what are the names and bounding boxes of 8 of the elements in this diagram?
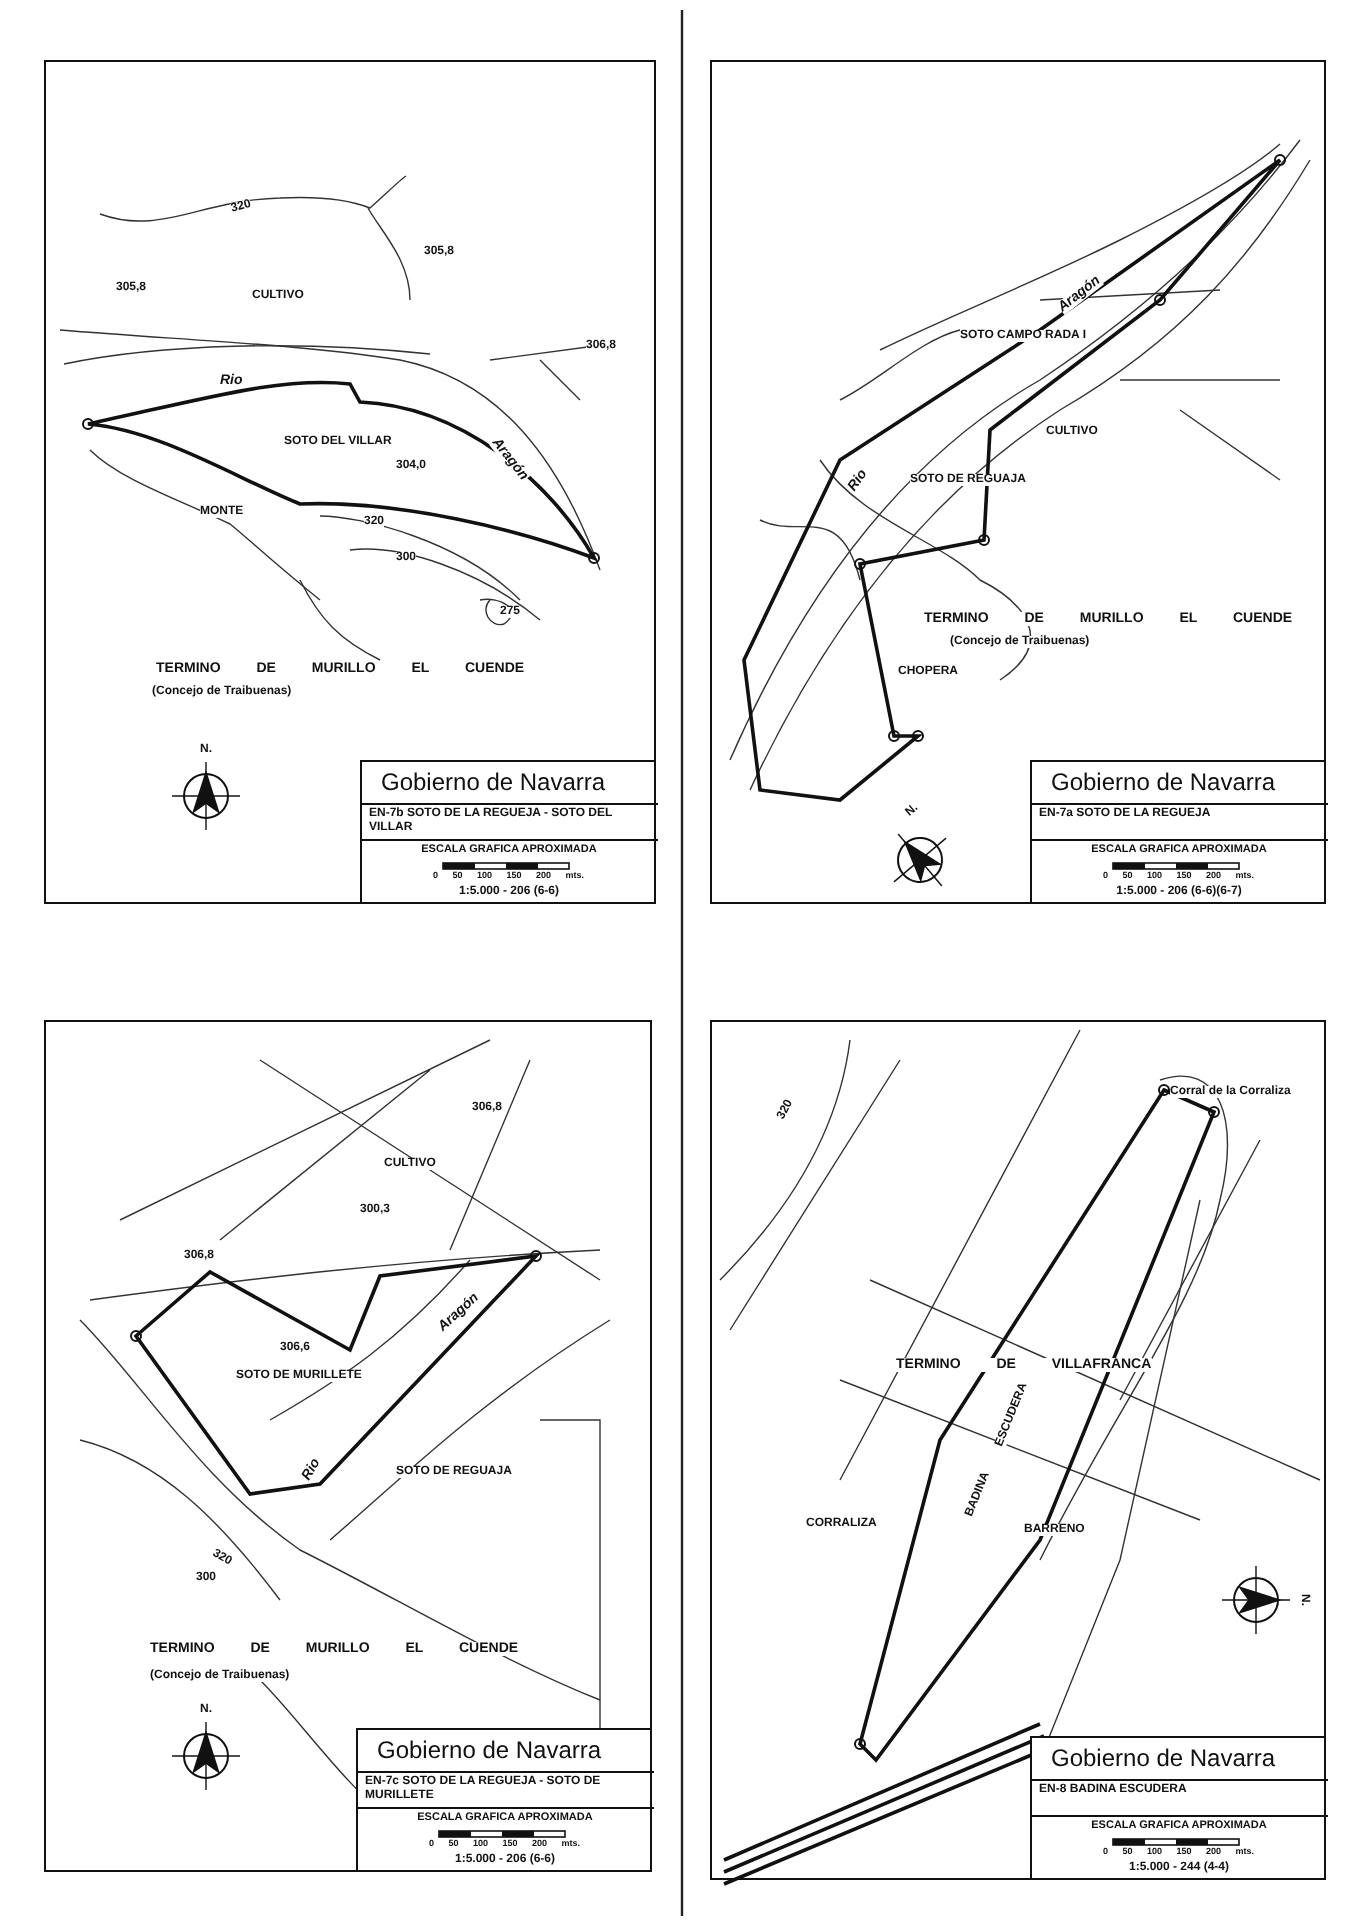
title-block [1029,1735,1325,1879]
agency-name: Gobierno de Navarra [1051,1743,1276,1771]
agency-name: Gobierno de Navarra [381,767,606,795]
agency-name: Gobierno de Navarra [377,1735,602,1763]
agency-name: Gobierno de Navarra [1051,767,1276,795]
title-block [1029,759,1325,903]
title-block [355,1727,651,1871]
title-block [359,759,655,903]
